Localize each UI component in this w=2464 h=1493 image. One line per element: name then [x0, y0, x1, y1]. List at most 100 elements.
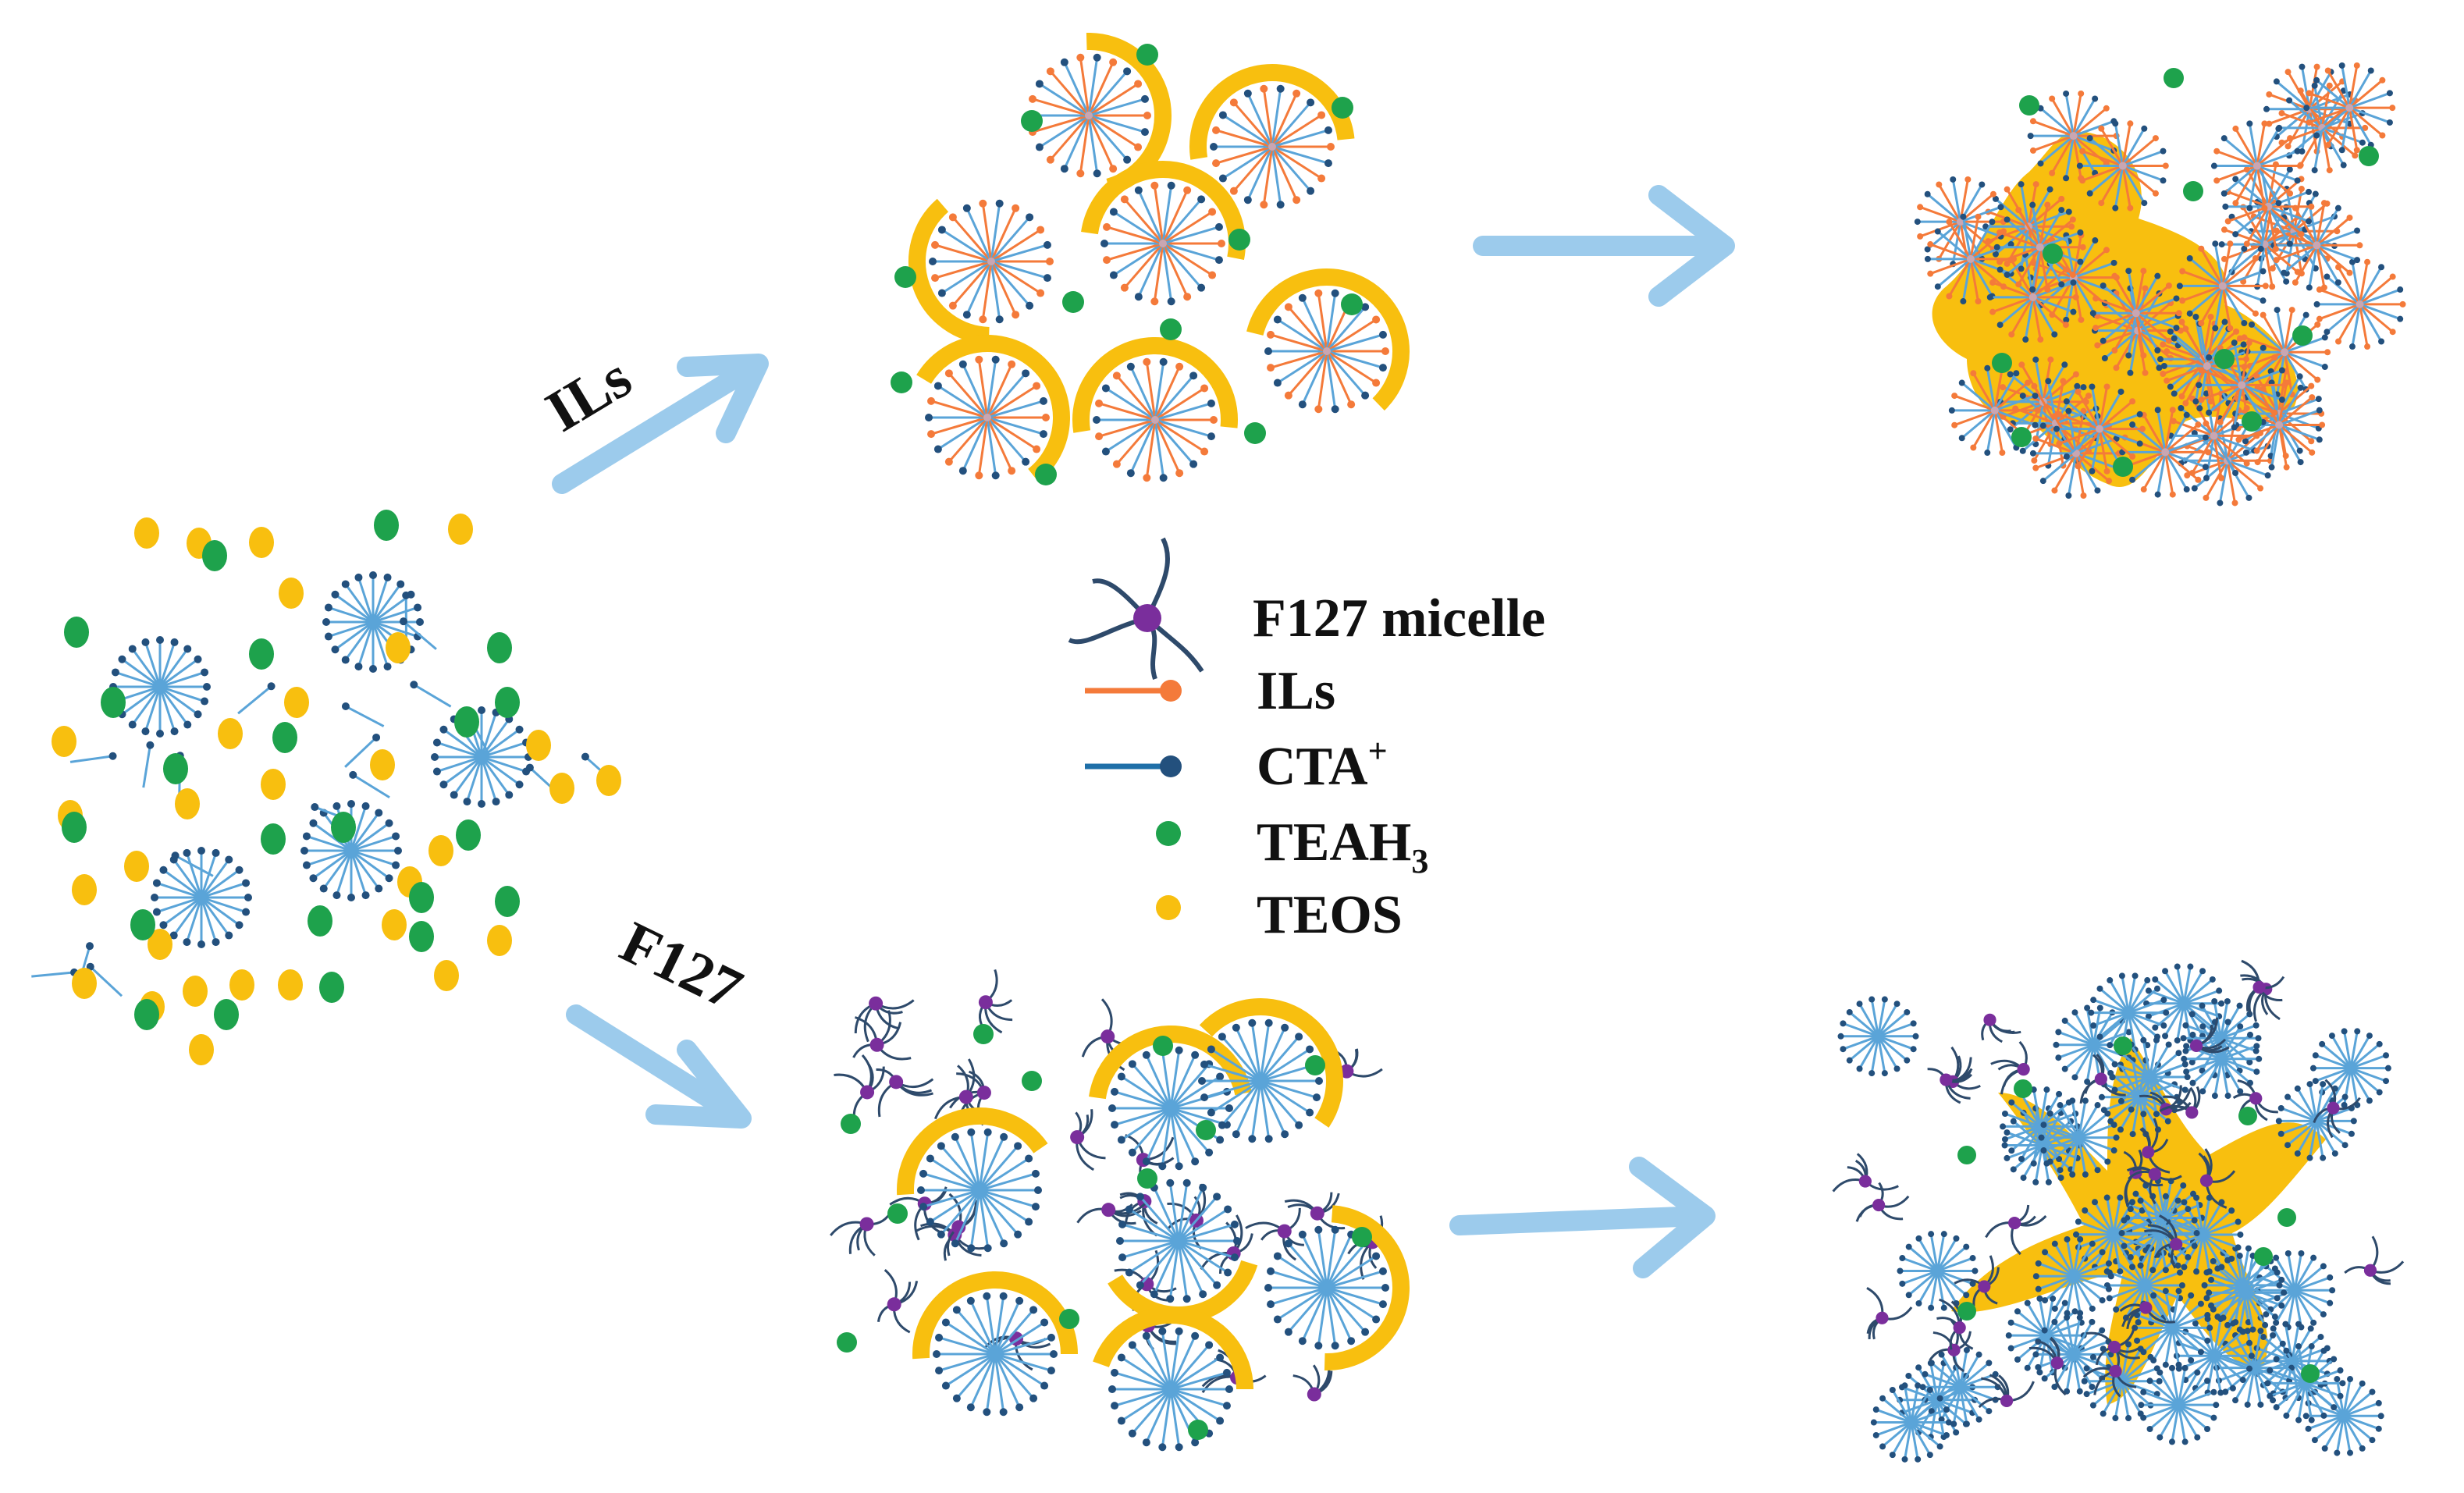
teos-droplet: [148, 929, 172, 960]
f127-micelle: [2198, 1148, 2236, 1209]
teah-dot: [1352, 1227, 1372, 1247]
ils-templated-intermediate: [891, 33, 1410, 485]
teah-dot: [2164, 68, 2184, 88]
micelle: [2103, 1245, 2185, 1326]
teah-droplet: [456, 819, 481, 851]
silica-shell: [1246, 268, 1410, 411]
arrow-top-to-product: [1473, 185, 1735, 307]
teos-droplet: [249, 527, 274, 558]
micelle: [2032, 1314, 2114, 1395]
teah-droplet: [202, 540, 227, 571]
teah-dot: [1332, 97, 1353, 119]
legend-ils-text: ILs: [1257, 661, 1335, 721]
ils-legend-icon: [1085, 680, 1182, 702]
micelle: [2076, 120, 2169, 212]
teah-dot: [2301, 1364, 2320, 1383]
micelle: [1093, 357, 1218, 482]
cta-strand: [413, 683, 452, 708]
f127-micelle: [1245, 1207, 1304, 1261]
teah-dot: [1137, 1168, 1157, 1189]
micelle: [1116, 1178, 1241, 1303]
f127-micelle: [1866, 1286, 1913, 1340]
f127-templated-intermediate: [830, 969, 1410, 1452]
micelle: [2109, 1036, 2191, 1118]
micelle: [1897, 1231, 1979, 1311]
teah-droplet: [487, 632, 512, 663]
silica-shell: [1081, 161, 1246, 261]
teah-dot: [2019, 95, 2039, 116]
micelle: [2089, 268, 2182, 359]
f127-micelle: [1978, 1374, 2035, 1409]
f127-micelle: [1954, 1255, 2000, 1306]
cta-strand: [89, 965, 123, 997]
f127-micelle: [2126, 1166, 2182, 1205]
silica-shell: [908, 198, 990, 344]
teos-droplet: [183, 976, 208, 1007]
micelle: [2053, 383, 2146, 475]
cta-head: [341, 702, 350, 711]
teah-droplet: [130, 909, 155, 940]
teah-dot: [2183, 181, 2203, 201]
cta-legend-icon: [1085, 755, 1182, 777]
teos-droplet: [386, 632, 411, 663]
f127-micelle: [2028, 1336, 2067, 1396]
micelle: [1198, 1018, 1323, 1143]
silica-shell: [1199, 998, 1343, 1128]
micelle: [431, 706, 532, 808]
f127-micelle: [2344, 1235, 2405, 1285]
ils-product-mesostructure: [1914, 62, 2406, 507]
teos-droplet: [596, 765, 621, 796]
f127-micelle: [1832, 1153, 1899, 1193]
f127-micelle: [854, 996, 915, 1043]
micelle: [2313, 258, 2406, 350]
cta-head: [311, 803, 319, 812]
teah-dot: [1957, 1146, 1976, 1164]
teah-dot: [1957, 1302, 1976, 1321]
micelle: [2276, 82, 2369, 174]
cta-head: [108, 752, 117, 760]
teah-droplet: [62, 812, 87, 843]
f127-micelle: [1070, 1109, 1106, 1171]
teos-droplet: [434, 960, 459, 991]
teos-legend-icon: [1156, 895, 1181, 920]
cta-head: [525, 763, 534, 772]
legend-cta-text: CTA+: [1257, 732, 1388, 797]
teah-dot: [1244, 422, 1266, 444]
silica-shell: [1072, 337, 1238, 433]
teah-droplet: [374, 510, 399, 541]
legend-teah-text: TEAH3: [1257, 812, 1428, 880]
cta-head: [402, 591, 411, 599]
teah-legend-icon: [1156, 821, 1181, 846]
teah-dot: [1188, 1420, 1208, 1440]
teah-dot: [1305, 1055, 1325, 1075]
cta-strand: [344, 736, 378, 768]
micelle: [322, 571, 424, 673]
teos-droplet: [72, 968, 97, 999]
cta-head: [146, 741, 155, 749]
teah-dot: [891, 371, 912, 393]
teah-dot: [1341, 293, 1363, 315]
f127-micelle-legend-icon: [1068, 537, 1204, 680]
silica-shell: [897, 1107, 1048, 1196]
micelle: [1100, 181, 1225, 306]
teos-droplet: [229, 969, 254, 1001]
cta-head: [372, 733, 381, 741]
teah-dot: [2043, 244, 2063, 264]
micelle: [2309, 1028, 2391, 1108]
f127-micelle: [2159, 1086, 2201, 1119]
teah-dot: [2014, 1079, 2032, 1098]
cta-strand: [352, 773, 390, 799]
teah-dot: [1196, 1120, 1216, 1140]
teah-dot: [1059, 1309, 1079, 1329]
cta-strand: [345, 705, 385, 727]
silica-shell: [1089, 1026, 1252, 1100]
micelle: [109, 636, 211, 738]
legend-teos-text: TEOS: [1257, 885, 1403, 945]
cta-head: [267, 682, 276, 691]
f127-micelle: [2139, 1118, 2171, 1174]
arrow-bottom-to-product: [1449, 1157, 1716, 1278]
micelle: [2038, 1097, 2120, 1178]
teos-droplet: [284, 687, 309, 718]
teah-dot: [2011, 427, 2032, 447]
